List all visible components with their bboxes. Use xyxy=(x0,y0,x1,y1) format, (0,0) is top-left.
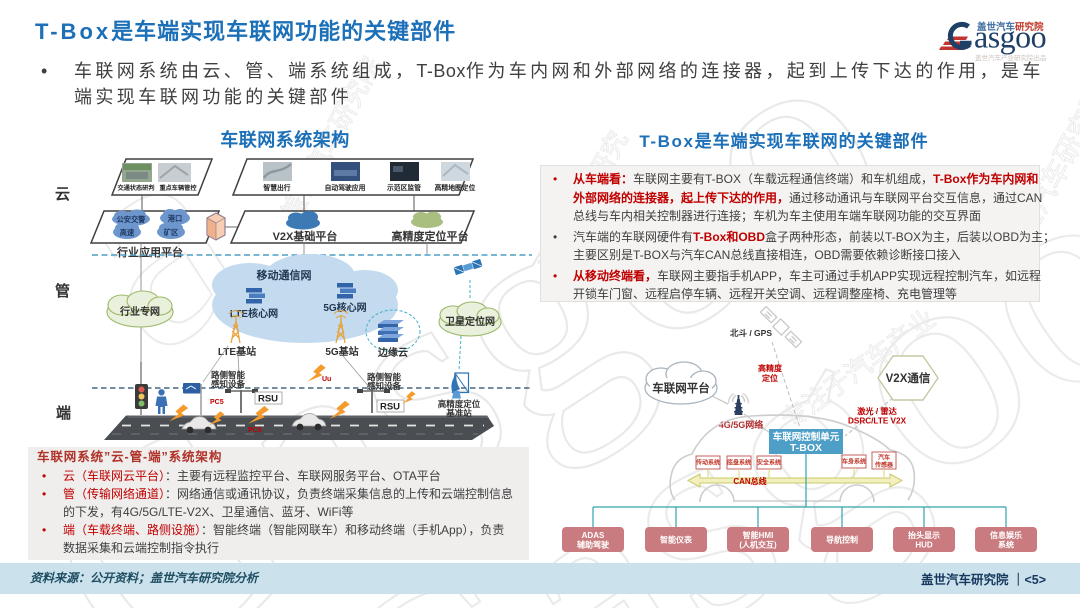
svg-text:交通状态研判: 交通状态研判 xyxy=(117,184,154,192)
svg-text:北斗 / GPS: 北斗 / GPS xyxy=(730,328,772,338)
svg-text:CAN总线: CAN总线 xyxy=(733,476,766,486)
svg-text:V2X通信: V2X通信 xyxy=(886,371,931,385)
svg-text:高精度: 高精度 xyxy=(758,363,783,373)
svg-text:车身系统: 车身系统 xyxy=(842,458,866,466)
svg-text:盖世汽车产业研究院出品: 盖世汽车产业研究院出品 xyxy=(975,53,1047,62)
svg-text:感知设备: 感知设备 xyxy=(211,379,246,389)
svg-text:传感器: 传感器 xyxy=(874,461,894,469)
svg-text:智能HMI: 智能HMI xyxy=(743,530,774,540)
svg-text:安全系统: 安全系统 xyxy=(757,459,781,467)
svg-text:PC5: PC5 xyxy=(248,427,262,434)
svg-text:5G核心网: 5G核心网 xyxy=(323,301,366,314)
svg-text:RSU: RSU xyxy=(258,394,278,405)
svg-text:底盘系统: 底盘系统 xyxy=(727,459,751,467)
svg-text:T-BOX: T-BOX xyxy=(790,442,822,454)
svg-text:高精地图定位: 高精地图定位 xyxy=(435,183,476,192)
svg-text:智慧出行: 智慧出行 xyxy=(263,183,290,192)
svg-text:高精度定位: 高精度定位 xyxy=(438,399,481,409)
svg-text:矿区: 矿区 xyxy=(164,228,178,237)
svg-text:港口: 港口 xyxy=(168,214,182,223)
svg-text:HUD: HUD xyxy=(915,541,933,550)
svg-text:V2X基础平台: V2X基础平台 xyxy=(273,229,338,243)
svg-text:行业专网: 行业专网 xyxy=(119,305,160,318)
svg-text:汽车: 汽车 xyxy=(878,454,890,462)
svg-text:云: 云 xyxy=(55,186,70,203)
svg-text:智能仪表: 智能仪表 xyxy=(660,535,693,545)
svg-text:盖世汽车研究院: 盖世汽车研究院 xyxy=(977,21,1044,33)
svg-text:车联网控制单元: 车联网控制单元 xyxy=(773,431,840,443)
svg-text:4G/5G网络: 4G/5G网络 xyxy=(719,419,764,430)
svg-text:感知设备: 感知设备 xyxy=(367,381,402,391)
svg-text:高精度定位平台: 高精度定位平台 xyxy=(392,229,469,243)
svg-text:ADAS: ADAS xyxy=(582,531,605,540)
svg-text:行业应用平台: 行业应用平台 xyxy=(116,245,183,259)
svg-text:路侧智能: 路侧智能 xyxy=(211,370,246,380)
svg-text:自动驾驶应用: 自动驾驶应用 xyxy=(325,183,366,192)
svg-text:(人机交互): (人机交互) xyxy=(739,540,777,550)
svg-text:导航控制: 导航控制 xyxy=(826,535,858,545)
svg-text:RSU: RSU xyxy=(380,402,400,413)
svg-text:传动系统: 传动系统 xyxy=(695,459,720,467)
svg-text:定位: 定位 xyxy=(761,373,778,383)
svg-text:路侧智能: 路侧智能 xyxy=(367,372,402,382)
svg-text:5G基站: 5G基站 xyxy=(325,345,358,358)
svg-text:端: 端 xyxy=(56,404,71,422)
svg-text:DSRC/LTE V2X: DSRC/LTE V2X xyxy=(848,417,907,426)
svg-text:重点车辆管控: 重点车辆管控 xyxy=(159,184,197,192)
svg-text:移动通信网: 移动通信网 xyxy=(257,268,312,282)
svg-text:公安交警: 公安交警 xyxy=(117,215,147,224)
svg-text:基准站: 基准站 xyxy=(445,408,472,418)
svg-text:管: 管 xyxy=(55,282,70,300)
svg-text:车联网平台: 车联网平台 xyxy=(652,381,710,395)
svg-text:系统: 系统 xyxy=(998,540,1014,550)
svg-text:PC5: PC5 xyxy=(210,399,224,406)
svg-text:示范区监管: 示范区监管 xyxy=(387,183,421,192)
svg-text:Uu: Uu xyxy=(322,376,331,383)
svg-text:卫星定位网: 卫星定位网 xyxy=(445,315,495,328)
svg-text:辅助驾驶: 辅助驾驶 xyxy=(577,540,610,550)
svg-text:高速: 高速 xyxy=(120,228,135,237)
svg-text:LTE核心网: LTE核心网 xyxy=(230,307,278,320)
svg-text:LTE基站: LTE基站 xyxy=(218,345,256,358)
svg-text:激光 / 雷达: 激光 / 雷达 xyxy=(857,406,897,416)
svg-text:信息娱乐: 信息娱乐 xyxy=(990,530,1022,540)
svg-text:抬头显示: 抬头显示 xyxy=(908,530,940,540)
svg-text:asgoo: asgoo xyxy=(974,19,1046,55)
svg-text:边缘云: 边缘云 xyxy=(377,346,408,359)
